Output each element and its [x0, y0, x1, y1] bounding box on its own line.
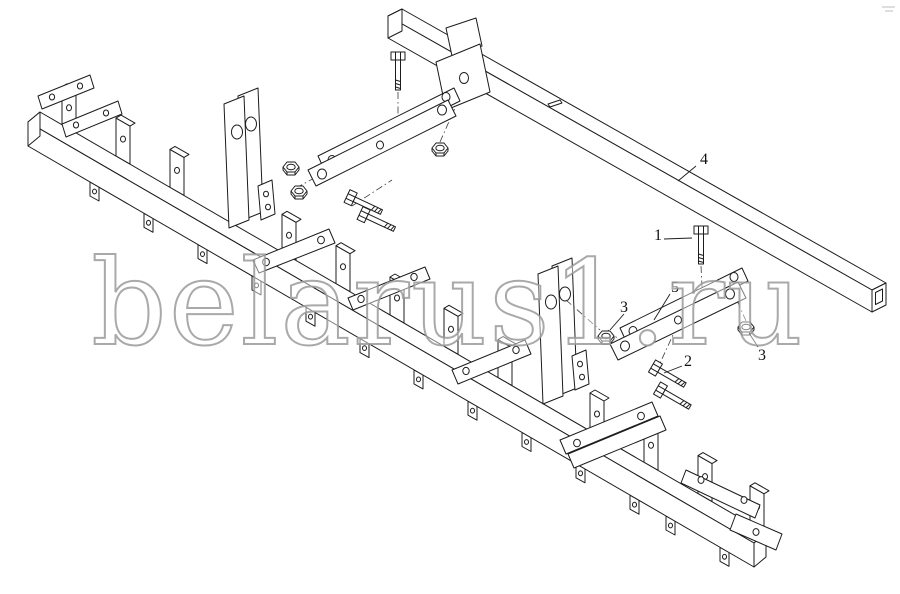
assembly-axis	[351, 179, 393, 207]
main-frame-beam	[27, 74, 783, 568]
callouts: 4 1 5 3 2 3	[609, 151, 766, 374]
callout-label-4: 4	[700, 151, 708, 168]
frame-left-clamp-plates	[37, 74, 123, 138]
callout-leader-4	[677, 165, 697, 182]
upper-clamp-straps	[307, 87, 461, 187]
bolt	[653, 381, 694, 414]
square-beam-part4	[387, 8, 887, 313]
callout-leader-3a	[609, 313, 625, 331]
callout-leader-3b	[748, 332, 759, 348]
nut	[290, 185, 308, 200]
bolt	[390, 51, 406, 91]
callout-leader-5	[653, 293, 671, 321]
callout-label-3a: 3	[620, 299, 628, 316]
callout-label-2: 2	[684, 353, 692, 370]
callout-leader-2	[663, 365, 683, 374]
nut	[282, 161, 300, 176]
clamp-strap-part5	[609, 267, 749, 361]
mounting-tower-right	[537, 257, 590, 405]
beam4-slot	[547, 99, 563, 108]
frame-left-end-cap	[27, 111, 41, 147]
tine-bracket	[169, 145, 190, 196]
nut	[431, 142, 449, 157]
beam4-tube-wall	[875, 288, 883, 305]
callout-label-1: 1	[654, 227, 662, 244]
callout-label-3b: 3	[758, 347, 766, 364]
callout-leader-1	[663, 237, 693, 240]
frame-right-end-fittings	[680, 469, 783, 551]
tine-bracket	[115, 114, 136, 165]
frame-mounted-straps	[252, 228, 667, 469]
watermark-text: belarus1.ru	[91, 234, 804, 372]
callout-label-5: 5	[671, 279, 679, 296]
corner-stamp	[882, 6, 895, 12]
beam4-left-end-cap	[387, 8, 403, 39]
lower-clamp-assembly	[565, 225, 755, 414]
upper-clamp-assembly	[282, 17, 491, 236]
mounting-tower-left	[223, 87, 276, 229]
